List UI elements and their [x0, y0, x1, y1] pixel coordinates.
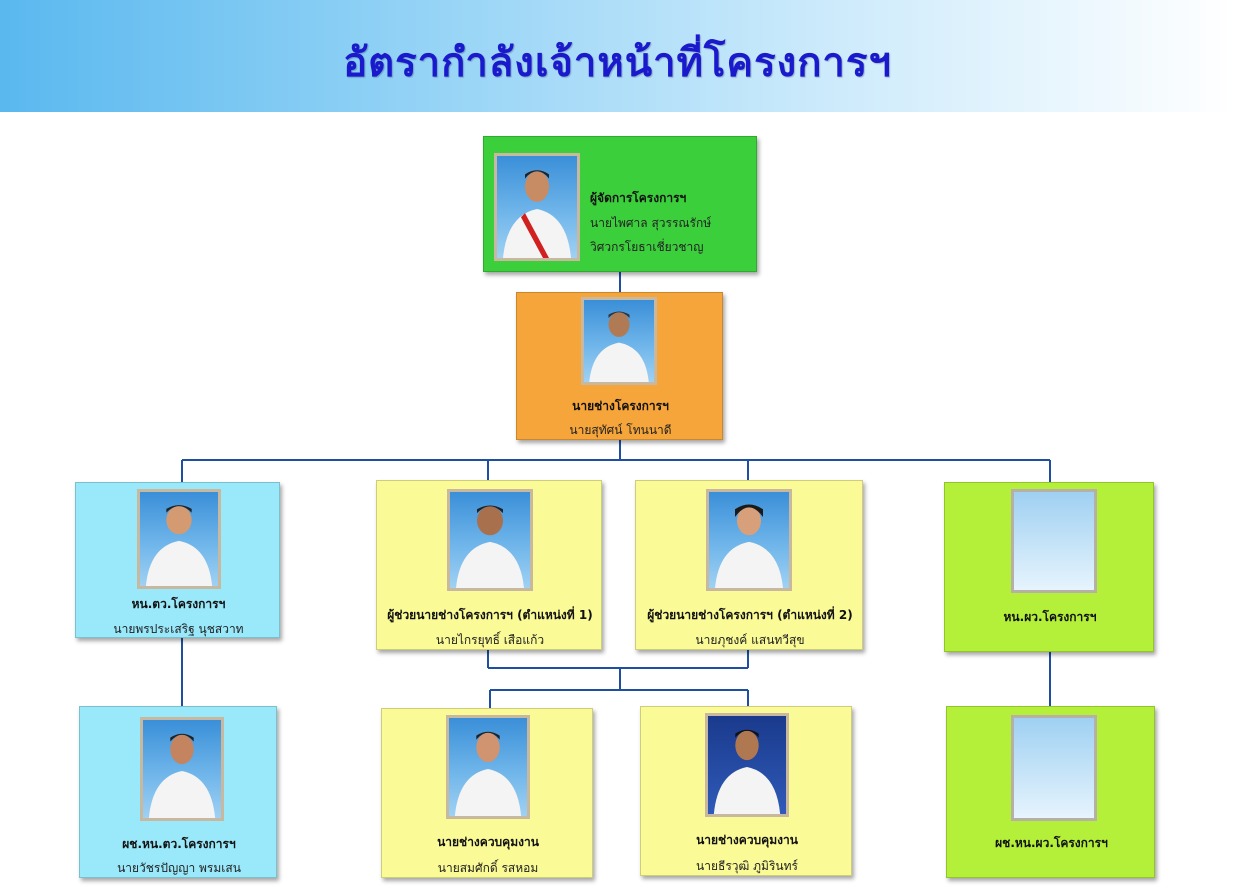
person-portrait-icon — [713, 729, 781, 814]
person-portrait-icon — [589, 311, 649, 382]
staff-photo-2 — [447, 489, 533, 591]
staff-role-1: หน.ตว.โครงการฯ — [131, 597, 226, 611]
person-portrait-icon — [148, 733, 216, 818]
sub-role-3: นายช่างควบคุมงาน — [696, 833, 798, 847]
engineer-box: นายช่างโครงการฯ นายสุทัศน์ โทนนาดี — [516, 292, 723, 440]
manager-name: นายไพศาล สุวรรณรักษ์ — [590, 216, 712, 230]
staff-name-2: นายไกรยุทธิ์ เสือแก้ว — [435, 633, 545, 647]
sub-box-1: ผช.หน.ตว.โครงการฯ นายวัชรปัญญา พรมเสน — [79, 706, 277, 878]
staff-photo-1 — [137, 489, 221, 589]
staff-box-2: ผู้ช่วยนายช่างโครงการฯ (ตำแหน่งที่ 1) นา… — [376, 480, 602, 650]
sub-role-4: ผช.หน.ผว.โครงการฯ — [995, 836, 1108, 850]
manager-photo — [494, 153, 580, 261]
manager-box: ผู้จัดการโครงการฯ นายไพศาล สุวรรณรักษ์ ว… — [483, 136, 757, 272]
person-portrait-icon — [456, 505, 524, 588]
person-portrait-icon — [454, 731, 522, 816]
manager-role: ผู้จัดการโครงการฯ — [590, 191, 687, 205]
sub-role-1: ผช.หน.ตว.โครงการฯ — [122, 837, 236, 851]
staff-box-4: หน.ผว.โครงการฯ — [944, 482, 1154, 652]
engineer-photo — [581, 297, 657, 385]
sub-photo-1 — [140, 717, 224, 821]
manager-title: วิศวกรโยธาเชี่ยวชาญ — [590, 240, 704, 254]
sub-box-2: นายช่างควบคุมงาน นายสมศักดิ์ รสหอม — [381, 708, 593, 878]
sub-name-2: นายสมศักดิ์ รสหอม — [437, 861, 539, 875]
sub-box-4: ผช.หน.ผว.โครงการฯ — [946, 706, 1155, 878]
sub-photo-2 — [446, 715, 530, 819]
sub-photo-4-placeholder — [1011, 715, 1097, 821]
staff-name-1: นายพรประเสริฐ นุชสวาท — [113, 622, 244, 636]
sub-role-2: นายช่างควบคุมงาน — [437, 835, 539, 849]
engineer-name: นายสุทัศน์ โทนนาดี — [569, 423, 672, 437]
staff-role-2: ผู้ช่วยนายช่างโครงการฯ (ตำแหน่งที่ 1) — [387, 608, 593, 622]
header-banner: อัตรากำลังเจ้าหน้าที่โครงการฯ — [0, 0, 1235, 112]
sub-name-1: นายวัชรปัญญา พรมเสน — [117, 861, 241, 875]
sub-box-3: นายช่างควบคุมงาน นายธีรวุฒิ ภูมิรินทร์ — [640, 706, 852, 876]
staff-photo-4-placeholder — [1011, 489, 1097, 593]
person-portrait-icon — [145, 505, 213, 586]
person-portrait-icon — [503, 170, 571, 258]
staff-role-3: ผู้ช่วยนายช่างโครงการฯ (ตำแหน่งที่ 2) — [647, 608, 853, 622]
staff-photo-3 — [706, 489, 792, 591]
staff-box-3: ผู้ช่วยนายช่างโครงการฯ (ตำแหน่งที่ 2) นา… — [635, 480, 863, 650]
page-title: อัตรากำลังเจ้าหน้าที่โครงการฯ — [343, 40, 892, 86]
person-portrait-icon — [715, 504, 783, 588]
staff-name-3: นายภุชงค์ แสนทวีสุข — [695, 633, 805, 647]
staff-role-4: หน.ผว.โครงการฯ — [1003, 610, 1097, 624]
sub-photo-3 — [705, 713, 789, 817]
sub-name-3: นายธีรวุฒิ ภูมิรินทร์ — [696, 859, 798, 873]
staff-box-1: หน.ตว.โครงการฯ นายพรประเสริฐ นุชสวาท — [75, 482, 280, 638]
engineer-role: นายช่างโครงการฯ — [572, 399, 669, 413]
